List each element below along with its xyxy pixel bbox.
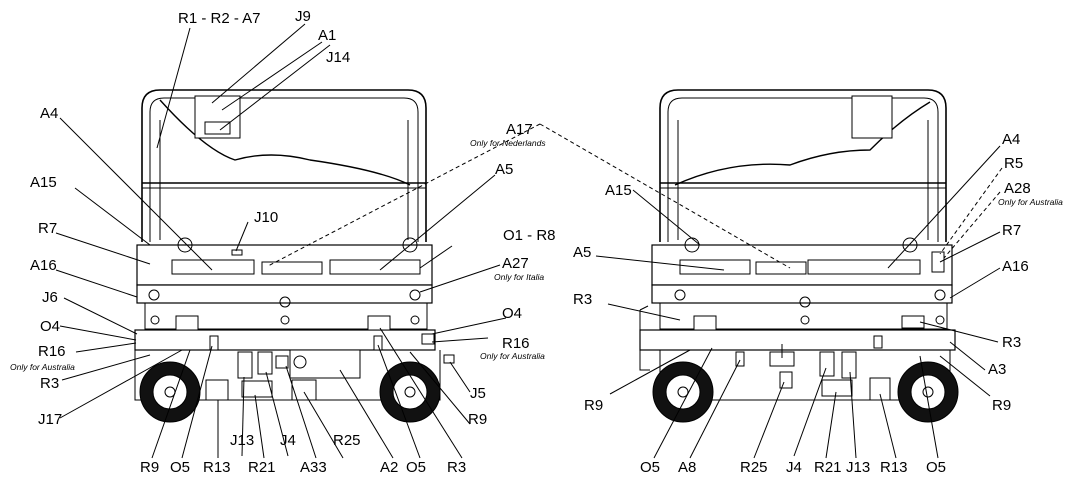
note-r16-right-side: Only for Australia [480,351,545,361]
label-a5-right: A5 [573,244,591,261]
right-guard-rail [659,89,947,242]
label-r21-bottom-left: R21 [248,459,276,476]
label-a1: A1 [318,27,336,44]
label-j17: J17 [38,411,62,428]
label-a16-right: A16 [1002,258,1029,275]
label-a5-left: A5 [495,161,513,178]
label-a4-left: A4 [40,105,58,122]
right-machine-drawing [639,89,959,423]
label-r21-bottom-right: R21 [814,459,842,476]
label-a2: A2 [380,459,398,476]
label-r16-left-side: R16 [38,343,66,360]
right-chassis [639,329,956,351]
label-r9-right-left: R9 [584,397,603,414]
label-r9-bottom-left: R9 [140,459,159,476]
label-r9-right-side: R9 [468,411,487,428]
label-a27: A27 [502,255,529,272]
right-labels: A4 R5 A28 Only for Australia A15 R7 A5 A… [573,131,1063,476]
label-j4-bottom-right: J4 [786,459,802,476]
label-o5-bottom-left: O5 [170,459,190,476]
label-r13-bottom-left: R13 [203,459,231,476]
label-j4-bottom-left: J4 [280,432,296,449]
label-j14: J14 [326,49,350,66]
label-j10: J10 [254,209,278,226]
label-o5-bottom-mid: O5 [406,459,426,476]
label-j13-bottom-right: J13 [846,459,870,476]
label-a16-left: A16 [30,257,57,274]
label-o4-right-side: O4 [502,305,522,322]
left-chassis [134,329,436,351]
label-a4-right: A4 [1002,131,1020,148]
label-r25-bottom-left: R25 [333,432,361,449]
label-a33: A33 [300,459,327,476]
leader-lines [55,23,1003,459]
label-r16-right-side: R16 [502,335,530,352]
label-j6: J6 [42,289,58,306]
note-r16-left-side: Only for Australia [10,362,75,372]
left-guard-rail [141,89,427,242]
label-a15-left: A15 [30,174,57,191]
label-a3: A3 [988,361,1006,378]
label-r1-r2-a7: R1 - R2 - A7 [178,10,261,27]
label-r3-right-top: R3 [573,291,592,308]
label-a8: A8 [678,459,696,476]
label-r3-left: R3 [40,375,59,392]
label-a17: A17 [506,121,533,138]
label-r5: R5 [1004,155,1023,172]
label-j13-bottom-left: J13 [230,432,254,449]
left-labels: R1 - R2 - A7 J9 A1 J14 A4 A17 Only for N… [10,8,556,476]
label-r7-right: R7 [1002,222,1021,239]
label-r3-bottom-left: R3 [447,459,466,476]
label-r25-bottom-right: R25 [740,459,768,476]
label-a28: A28 [1004,180,1031,197]
label-o5-bottom-right-1: O5 [640,459,660,476]
label-o5-bottom-right-2: O5 [926,459,946,476]
label-o4-left-side: O4 [40,318,60,335]
label-j5: J5 [470,385,486,402]
label-r7-left: R7 [38,220,57,237]
left-machine-drawing [134,89,455,423]
label-j9: J9 [295,8,311,25]
note-a27: Only for Italia [494,272,544,282]
label-r13-bottom-right: R13 [880,459,908,476]
label-a15-right: A15 [605,182,632,199]
note-a28: Only for Australia [998,197,1063,207]
note-a17: Only for Nederlands [470,138,546,148]
label-o1-r8: O1 - R8 [503,227,556,244]
label-r3-right-side: R3 [1002,334,1021,351]
label-r9-right-right: R9 [992,397,1011,414]
